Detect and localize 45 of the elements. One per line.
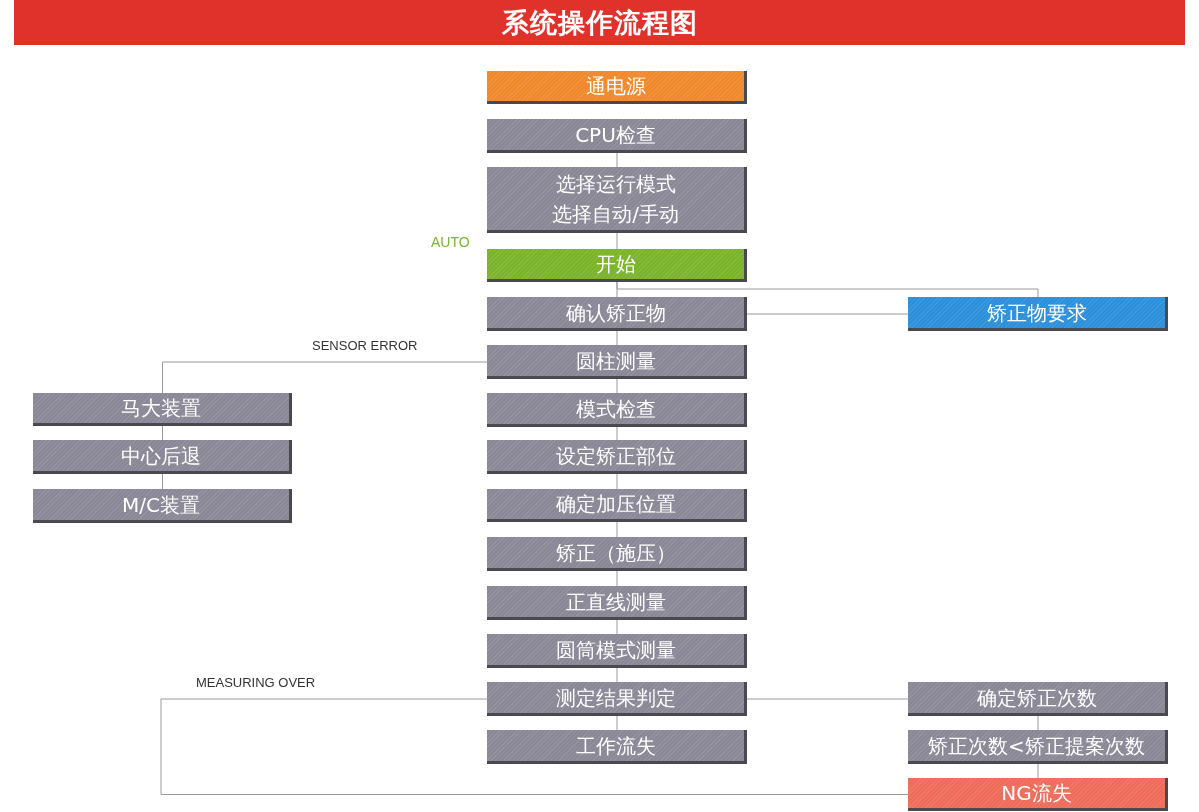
process-box: NG流失 — [908, 778, 1168, 811]
process-box: 开始 — [487, 249, 747, 282]
connector-line — [162, 361, 488, 394]
connector-line — [746, 313, 909, 315]
connector-line — [616, 378, 618, 394]
connector-line — [162, 473, 163, 490]
process-box: 马大装置 — [33, 393, 292, 426]
process-box: 圆柱测量 — [487, 345, 747, 379]
edge-label: MEASURING OVER — [194, 675, 318, 690]
process-box: 矫正（施压） — [487, 537, 747, 571]
connector-line — [160, 698, 909, 795]
connector-line — [616, 281, 1039, 298]
connector-line — [616, 152, 618, 168]
connector-line — [616, 521, 618, 538]
edge-label: SENSOR ERROR — [310, 338, 420, 353]
mode-label: AUTO — [431, 234, 470, 250]
process-box: 确认矫正物 — [487, 297, 747, 331]
process-box: 工作流失 — [487, 730, 747, 764]
process-box: 模式检查 — [487, 393, 747, 427]
process-box: 矫正次数<矫正提案次数 — [908, 730, 1168, 764]
process-box: 测定结果判定 — [487, 682, 747, 716]
process-box: 矫正物要求 — [908, 297, 1168, 331]
process-box: 中心后退 — [33, 440, 292, 474]
connector-line — [616, 667, 618, 683]
process-box: 正直线测量 — [487, 586, 747, 620]
connector-line — [1037, 763, 1039, 779]
process-box: CPU检查 — [487, 119, 747, 153]
process-box: 通电源 — [487, 71, 747, 104]
process-box: 圆筒模式测量 — [487, 634, 747, 668]
process-box: 设定矫正部位 — [487, 440, 747, 474]
connector-line — [616, 426, 618, 441]
title-banner: 系统操作流程图 — [14, 0, 1185, 45]
process-box: 选择运行模式 选择自动/手动 — [487, 167, 747, 233]
process-box: 确定矫正次数 — [908, 682, 1168, 716]
connector-line — [616, 715, 618, 731]
connector-line — [1037, 715, 1039, 731]
process-box: M/C装置 — [33, 489, 292, 523]
connector-line — [616, 619, 618, 635]
connector-line — [616, 570, 618, 587]
connector-line — [162, 425, 163, 441]
connector-line — [616, 232, 618, 250]
process-box: 确定加压位置 — [487, 489, 747, 522]
connector-line — [746, 698, 909, 700]
connector-line — [616, 473, 618, 490]
connector-line — [616, 330, 618, 346]
